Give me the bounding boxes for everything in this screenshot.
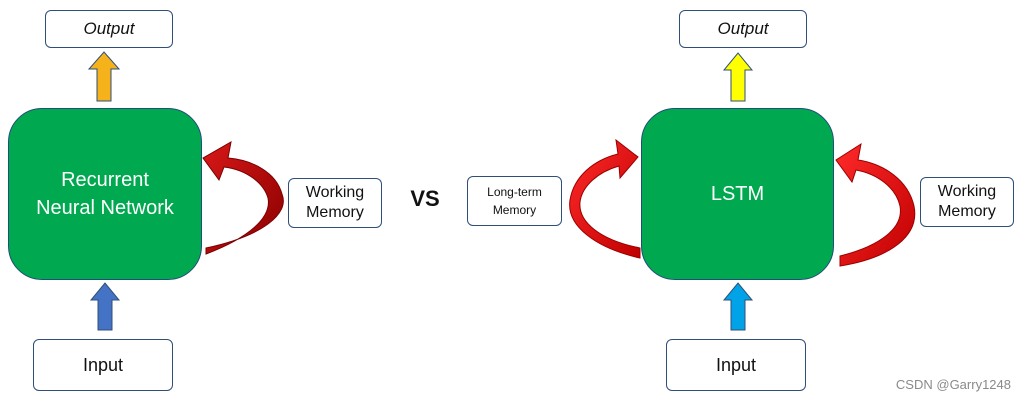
right-output-box: Output xyxy=(679,10,807,48)
right-longterm-curve xyxy=(569,138,641,259)
vs-label: VS xyxy=(410,186,440,211)
left-working-memory-line1: Working xyxy=(305,184,365,201)
left-recurrent-curve xyxy=(202,141,284,255)
left-input-arrow xyxy=(89,282,121,331)
watermark: CSDN @Garry1248 xyxy=(895,377,1011,392)
left-working-memory-line2: Memory xyxy=(306,204,364,221)
long-term-memory-box: Long-term Memory xyxy=(467,176,562,226)
right-input-box: Input xyxy=(666,339,806,391)
right-output-label: Output xyxy=(717,19,769,38)
rnn-label-line1: Recurrent xyxy=(61,169,149,191)
left-working-memory-box: Working Memory xyxy=(288,178,382,228)
left-input-label: Input xyxy=(82,354,124,375)
left-output-arrow xyxy=(87,51,121,102)
lstm-label: LSTM xyxy=(710,183,765,205)
long-term-memory-line1: Long-term xyxy=(487,185,542,199)
right-working-memory-line1: Working xyxy=(937,183,997,200)
lstm-block: LSTM xyxy=(641,108,834,280)
long-term-memory-line2: Memory xyxy=(492,203,537,217)
right-working-memory-line2: Memory xyxy=(938,203,996,220)
left-input-box: Input xyxy=(33,339,173,391)
left-output-box: Output xyxy=(45,10,173,48)
left-output-label: Output xyxy=(83,19,135,38)
right-output-arrow xyxy=(722,52,754,102)
right-input-arrow xyxy=(722,282,754,331)
rnn-label-line2: Neural Network xyxy=(36,197,174,219)
right-working-curve xyxy=(835,142,916,267)
right-working-memory-box: Working Memory xyxy=(920,177,1014,227)
rnn-block: Recurrent Neural Network xyxy=(8,108,202,280)
right-input-label: Input xyxy=(715,354,757,375)
